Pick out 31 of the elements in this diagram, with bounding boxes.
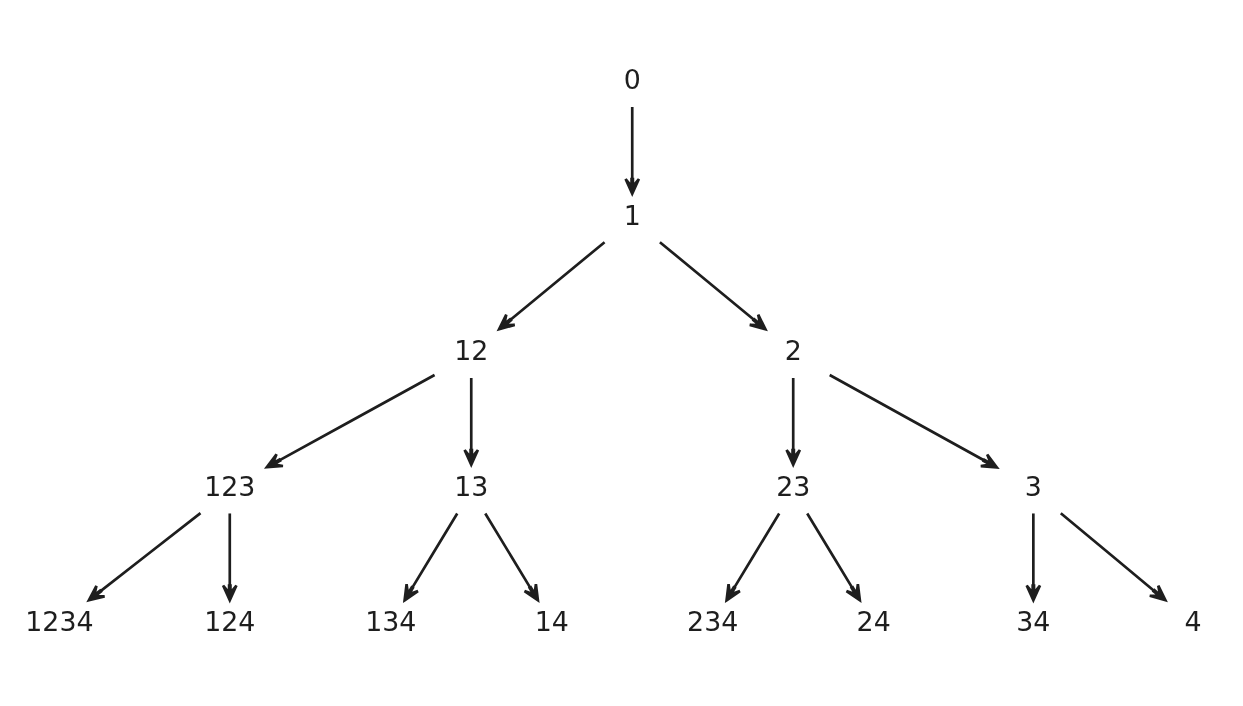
node-text: 14 [534, 605, 569, 637]
node-text: 123 [204, 470, 256, 502]
arrow [484, 512, 540, 602]
arrow [725, 512, 781, 602]
node-text: 134 [365, 605, 417, 637]
node-text: 24 [856, 605, 891, 637]
arrow [497, 240, 606, 330]
node-text: 2 [784, 334, 802, 366]
arrow [624, 106, 641, 195]
arrow [829, 373, 999, 469]
node-text: 1234 [25, 605, 94, 637]
arrow [1025, 512, 1042, 602]
node-text: 234 [687, 605, 739, 637]
node-text: 1 [623, 199, 641, 231]
arrow [806, 512, 862, 602]
arrow [403, 512, 459, 602]
node-text: 23 [776, 470, 811, 502]
node-text: 12 [454, 334, 489, 366]
arrow [265, 373, 436, 469]
arrow [463, 377, 480, 466]
node-text: 0 [623, 63, 641, 95]
node-text: 124 [204, 605, 256, 637]
node-text: 3 [1024, 470, 1042, 502]
arrow [87, 511, 202, 601]
arrow [221, 512, 238, 602]
node-text: 34 [1016, 605, 1051, 637]
arrow [785, 377, 802, 466]
arrow [659, 240, 767, 330]
arrow [1059, 511, 1167, 601]
node-text: 13 [454, 470, 489, 502]
node-text: 4 [1184, 605, 1202, 637]
